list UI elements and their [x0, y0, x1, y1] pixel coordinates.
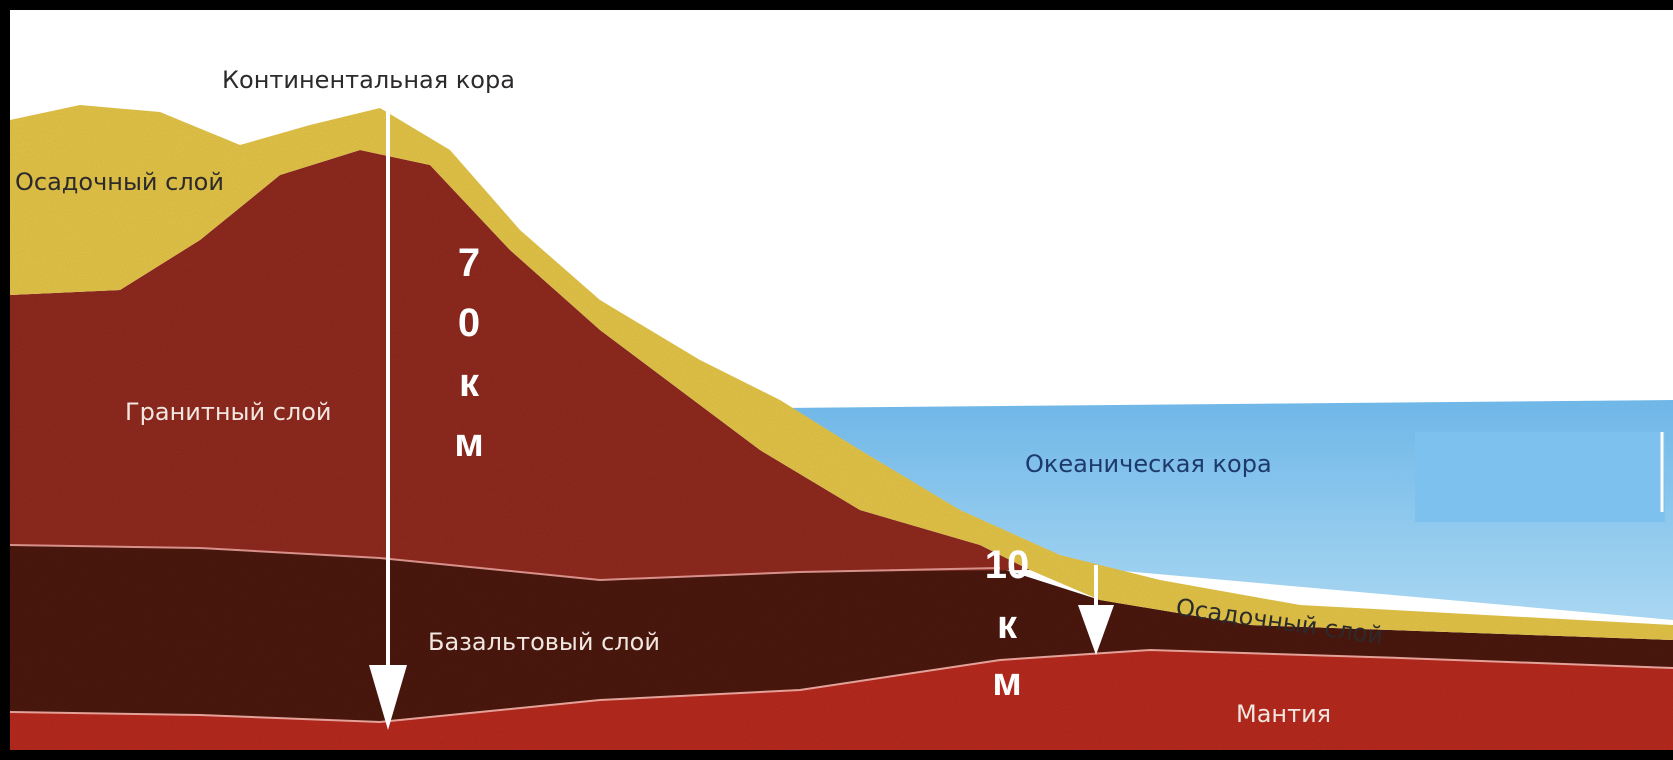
oceanic-mark-3: м: [992, 660, 1022, 704]
continental-mark-1: 7: [458, 241, 480, 285]
legend-box: [1415, 432, 1665, 522]
continental-crust-label: Континентальная кора: [222, 66, 515, 94]
continental-mark-4: м: [454, 421, 484, 465]
oceanic-mark-1: 10: [985, 543, 1030, 587]
continental-mark-2: 0: [458, 301, 480, 345]
land-sediment-label: Осадочный слой: [15, 168, 224, 196]
continental-mark-3: к: [459, 361, 480, 405]
oceanic-mark-2: к: [997, 603, 1018, 647]
oceanic-crust-label: Океаническая кора: [1025, 450, 1272, 478]
granite-layer-label: Гранитный слой: [125, 398, 332, 426]
basalt-layer-label: Базальтовый слой: [428, 628, 660, 656]
mantle-label: Мантия: [1236, 700, 1331, 728]
